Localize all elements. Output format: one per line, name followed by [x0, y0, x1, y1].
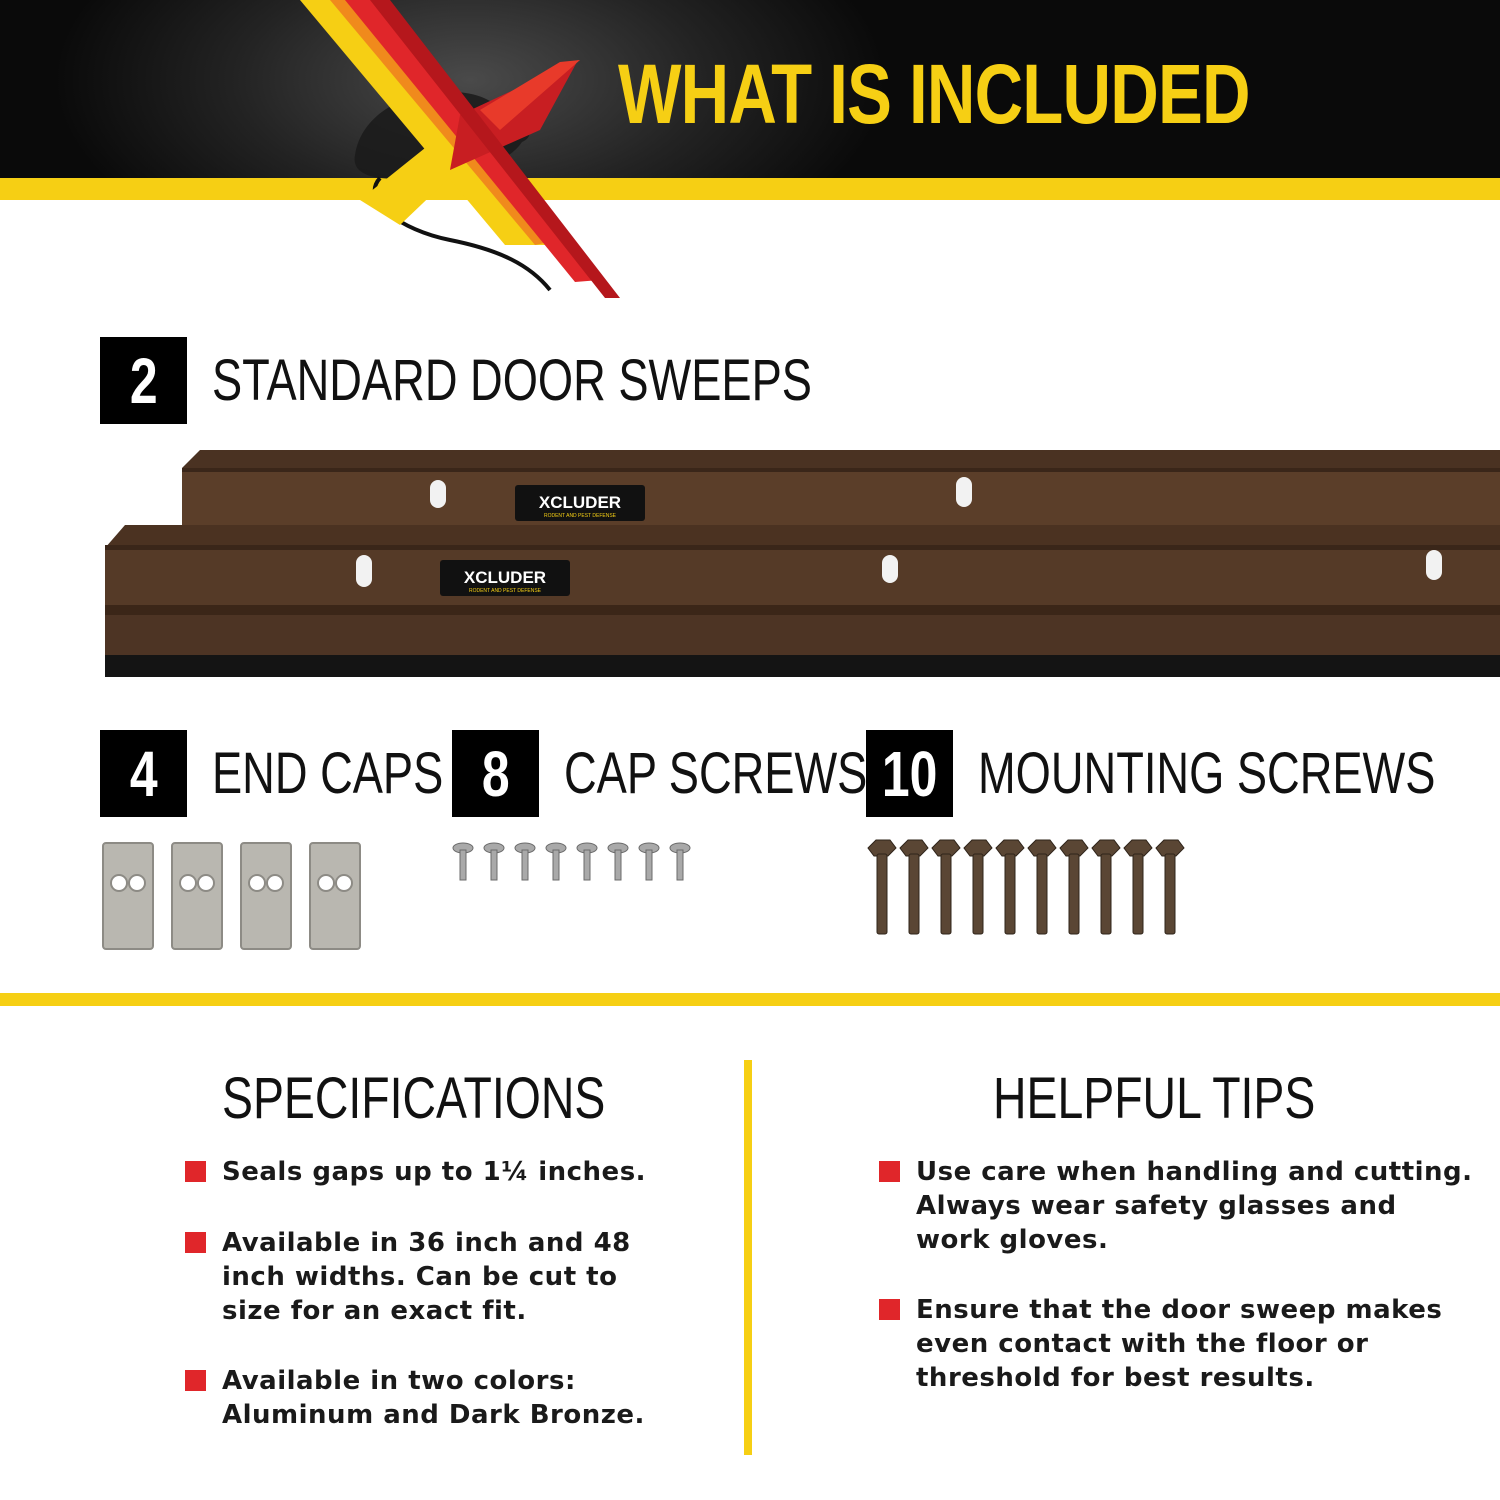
spec-item: Available in two colors: Aluminum and Da…: [222, 1366, 645, 1430]
spec-bullet-icon: [185, 1232, 206, 1253]
tip-bullet-icon: [879, 1161, 900, 1182]
end-caps-image: [102, 842, 361, 950]
cap-screws-label: CAP SCREWS: [564, 741, 868, 806]
door-sweeps-count-badge: 2: [100, 337, 187, 424]
section-divider-stripe: [0, 993, 1500, 1006]
end-caps-count-badge: 4: [100, 730, 187, 817]
header-banner: [0, 0, 1500, 178]
specifications-title: SPECIFICATIONS: [222, 1066, 606, 1131]
door-sweeps-label: STANDARD DOOR SWEEPS: [212, 348, 812, 413]
spec-item: Available in 36 inch and 48 inch widths.…: [222, 1228, 631, 1326]
svg-text:RODENT AND PEST DEFENSE: RODENT AND PEST DEFENSE: [544, 513, 617, 519]
helpful-tips-title: HELPFUL TIPS: [993, 1066, 1316, 1131]
header-yellow-stripe: [0, 178, 1500, 200]
xcluder-x-logo-icon: [300, 0, 620, 298]
door-sweeps-image: XCLUDER RODENT AND PEST DEFENSE XCLUDER …: [105, 450, 1500, 677]
spec-item: Seals gaps up to 1¼ inches.: [222, 1157, 647, 1187]
cap-screws-count-badge: 8: [452, 730, 539, 817]
svg-text:RODENT AND PEST DEFENSE: RODENT AND PEST DEFENSE: [469, 588, 542, 594]
tip-item: Ensure that the door sweep makes even co…: [916, 1295, 1443, 1393]
mounting-screws-count-badge: 10: [866, 730, 953, 817]
brand-label-back: XCLUDER: [539, 493, 621, 512]
brand-label-front: XCLUDER: [464, 568, 546, 587]
mounting-screws-image: [867, 839, 1185, 935]
spec-bullet-icon: [185, 1161, 206, 1182]
tip-item: Use care when handling and cutting. Alwa…: [916, 1157, 1473, 1255]
mounting-screws-label: MOUNTING SCREWS: [978, 741, 1436, 806]
end-caps-label: END CAPS: [212, 741, 444, 806]
cap-screws-image: [452, 842, 691, 881]
tip-bullet-icon: [879, 1299, 900, 1320]
column-divider: [744, 1060, 752, 1455]
page-title: WHAT IS INCLUDED: [618, 47, 1251, 141]
spec-bullet-icon: [185, 1370, 206, 1391]
